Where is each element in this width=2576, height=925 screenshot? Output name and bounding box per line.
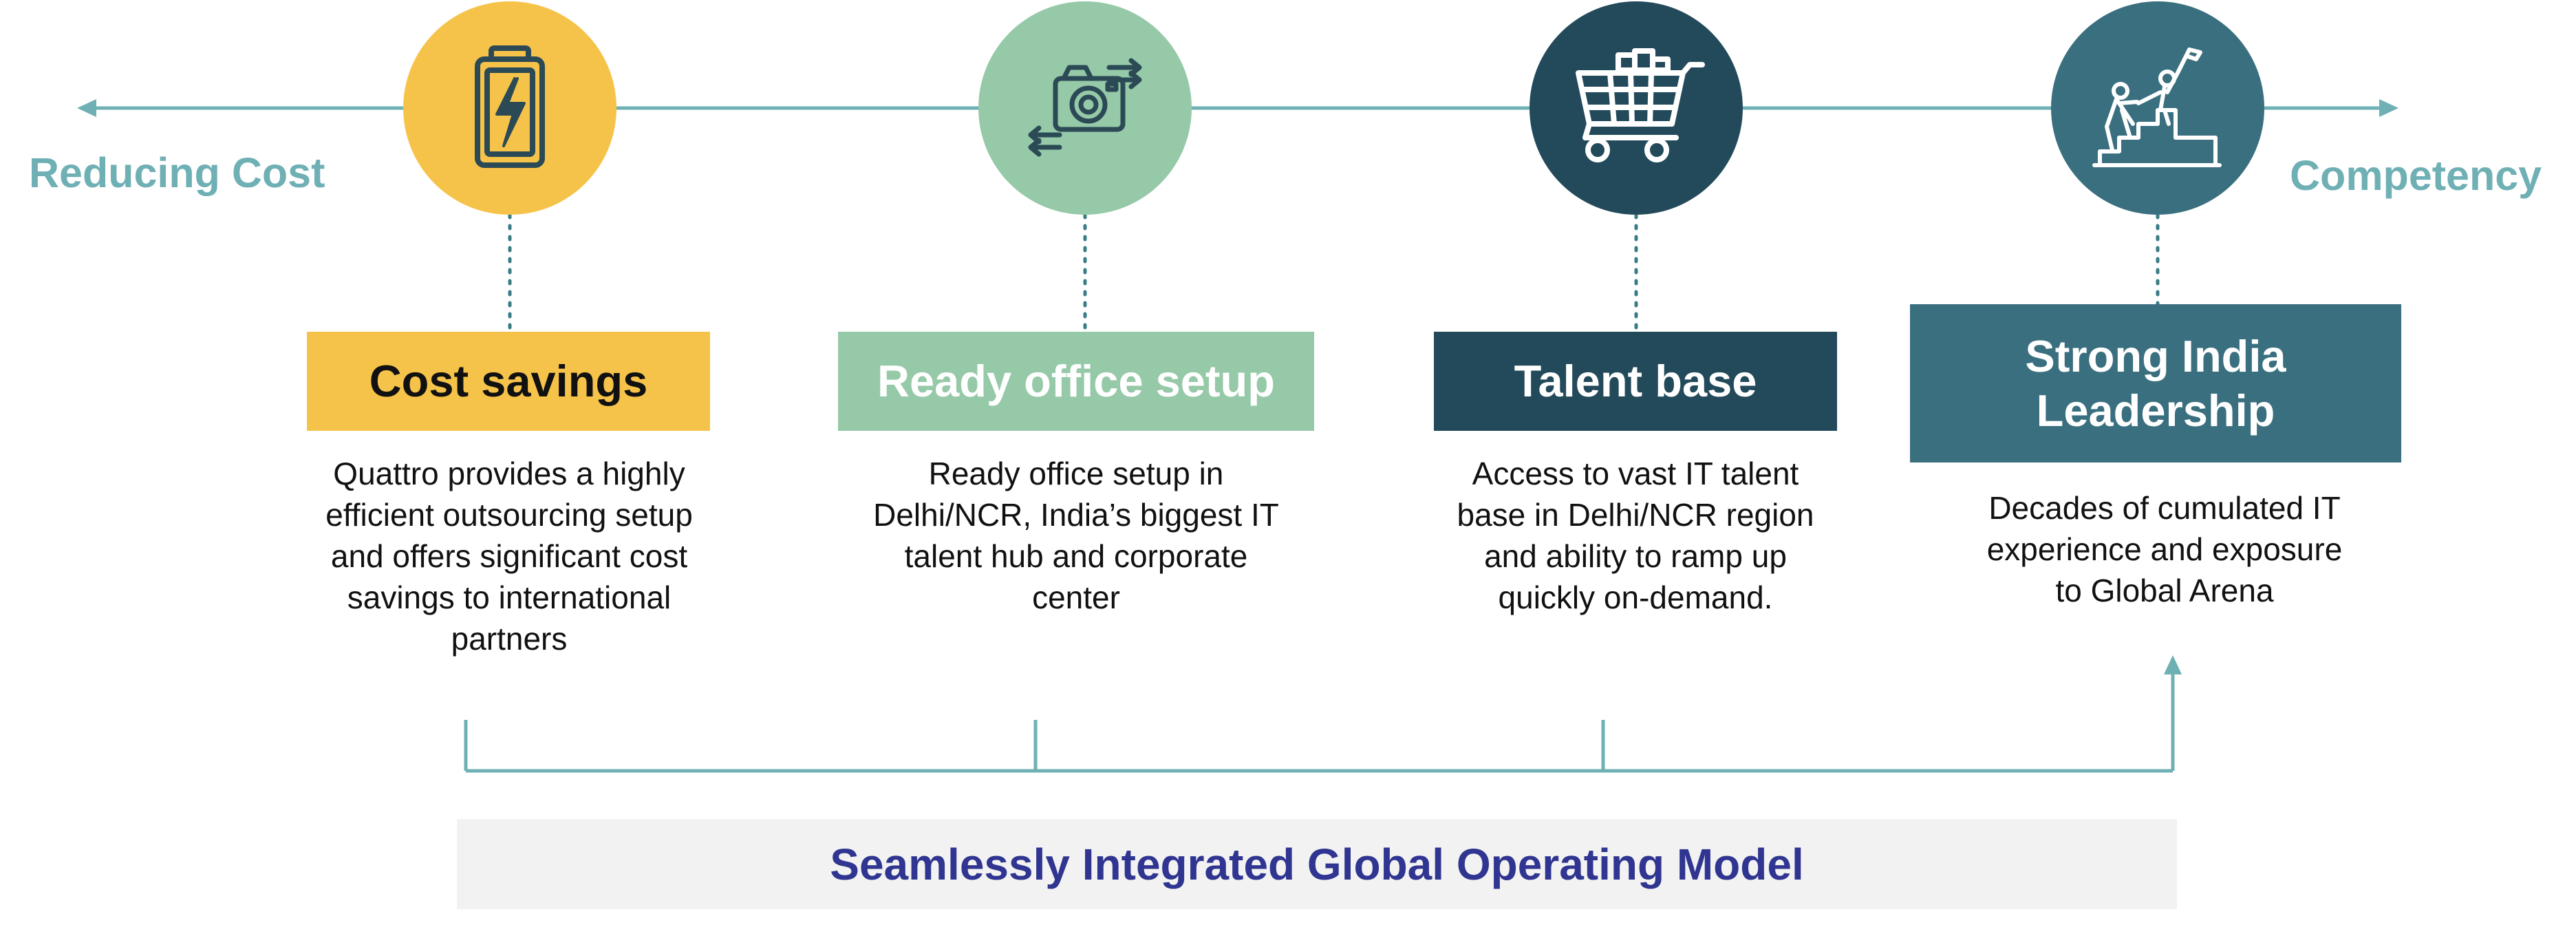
step-title-ready-office: Ready office setup: [838, 332, 1314, 431]
step-description-leadership: Decades of cumulated IT experience and e…: [1986, 490, 2343, 608]
bottom-banner-label: Seamlessly Integrated Global Operating M…: [830, 839, 1804, 889]
bottom-banner: Seamlessly Integrated Global Operating M…: [457, 819, 2177, 909]
bracket-arrow-head: [2164, 655, 2182, 674]
battery-charging-icon: [475, 45, 545, 168]
shopping-cart-icon: [1576, 48, 1705, 162]
step-description-talent-base: Access to vast IT talent base in Delhi/N…: [1457, 456, 1814, 615]
step-title-talent-base: Talent base: [1434, 332, 1837, 431]
step-title-leadership: Strong India Leadership: [1910, 304, 2401, 463]
people-climbing-icon: [2092, 47, 2222, 167]
axis-right-arrow: [2379, 99, 2398, 117]
axis-left-arrow: [77, 99, 96, 117]
step-title-cost-savings: Cost savings: [307, 332, 710, 431]
axis-right-label: Competency: [2290, 152, 2542, 199]
circle-office: [978, 1, 1192, 215]
camera-transfer-icon: [1028, 58, 1142, 157]
step-description-cost-savings: Quattro provides a highly efficient outs…: [325, 456, 693, 657]
axis-left-label: Reducing Cost: [29, 149, 325, 196]
step-description-ready-office: Ready office setup in Delhi/NCR, India’s…: [873, 456, 1279, 615]
